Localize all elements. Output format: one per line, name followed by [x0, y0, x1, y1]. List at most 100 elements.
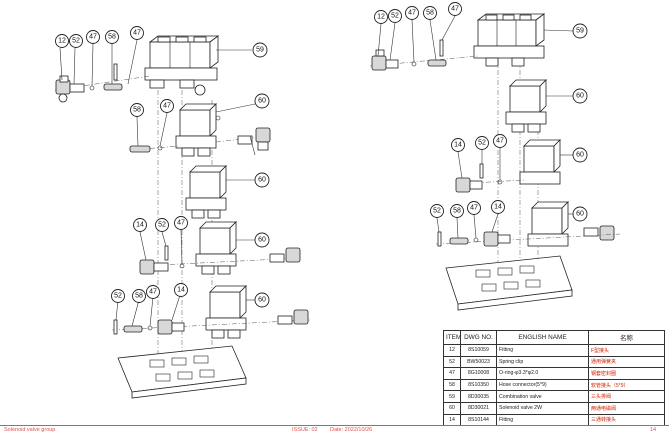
footer-issue: ISSUE: 02 — [292, 427, 318, 433]
combination-valve — [473, 13, 546, 67]
solenoid-valve — [175, 103, 221, 157]
part-balloon: 52 — [388, 9, 402, 23]
svg-text:58: 58 — [133, 107, 141, 114]
solenoid-valve — [519, 139, 561, 185]
right-exploded-view — [369, 13, 621, 311]
part-balloon: 58 — [130, 103, 144, 117]
part-balloon: 60 — [254, 232, 270, 248]
cell-zh: 三头排阀 — [588, 390, 665, 403]
table-row: 47 8G10008 O-ring-φ3.3*φ2.0 钢套密封圈 — [443, 367, 665, 380]
footer-document-title: Solenoid valve group — [4, 427, 56, 433]
table-row: 58 8S10350 Hose connector(5*9) 软管接头（5*9） — [443, 378, 665, 392]
part-balloon: 47 — [448, 2, 462, 16]
base-plate — [117, 345, 247, 399]
part-balloon: 12 — [55, 34, 69, 48]
svg-text:58: 58 — [135, 293, 143, 300]
part-balloon: 47 — [467, 201, 481, 215]
solenoid-valve — [205, 285, 247, 339]
part-balloon: 58 — [423, 6, 437, 20]
svg-text:52: 52 — [72, 38, 80, 45]
svg-text:60: 60 — [576, 93, 584, 100]
cell-zh: F型接头 — [588, 344, 665, 357]
part-balloon: 60 — [254, 292, 270, 308]
svg-text:59: 59 — [256, 47, 264, 54]
fitting-14-assembly — [139, 245, 301, 275]
part-balloon: 52 — [111, 289, 125, 303]
cell-zh: 钢套密封圈 — [588, 367, 665, 380]
footer-date: Date: 2022/10/26 — [330, 427, 373, 433]
solenoid-valve — [195, 221, 237, 275]
part-balloon: 14 — [451, 138, 465, 152]
svg-text:58: 58 — [453, 208, 461, 215]
cell-item: 12 — [443, 344, 461, 357]
svg-text:14: 14 — [177, 287, 185, 294]
header-item: ITEM — [443, 330, 461, 345]
table-row: 52 BW50023 Spring clip 通用弹簧夹 — [443, 355, 665, 369]
svg-text:47: 47 — [496, 138, 504, 145]
part-balloon: 47 — [86, 30, 100, 44]
part-balloon: 14 — [491, 200, 505, 214]
part-balloon: 52 — [69, 34, 83, 48]
svg-text:60: 60 — [258, 98, 266, 105]
cell-name: Fitting — [496, 413, 589, 427]
svg-text:60: 60 — [576, 211, 584, 218]
svg-text:52: 52 — [478, 140, 486, 147]
svg-text:60: 60 — [258, 297, 266, 304]
part-balloon: 59 — [252, 42, 268, 58]
part-balloon: 52 — [155, 218, 169, 232]
cell-item: 52 — [443, 355, 461, 369]
part-balloon: 14 — [174, 283, 188, 297]
svg-text:52: 52 — [391, 13, 399, 20]
table-row: 60 8D30021 Solenoid valve 2W 两通电磁阀 — [443, 401, 665, 415]
table-row: 59 8D30035 Combination valve 三头排阀 — [443, 390, 665, 403]
svg-text:14: 14 — [136, 222, 144, 229]
cell-name: Hose connector(5*9) — [496, 378, 589, 392]
solenoid-valve — [505, 79, 547, 133]
table-row: 14 8S10144 Fitting 三通转接头 — [443, 413, 665, 427]
header-english-name: ENGLISH NAME — [496, 330, 589, 345]
header-dwg-no: DWG NO. — [460, 330, 497, 345]
part-balloon: 47 — [405, 6, 419, 20]
part-balloon: 47 — [130, 26, 144, 40]
cell-name: Solenoid valve 2W — [496, 401, 589, 415]
svg-text:14: 14 — [454, 142, 462, 149]
svg-text:59: 59 — [576, 28, 584, 35]
part-balloon: 60 — [572, 206, 588, 222]
cell-item: 47 — [443, 367, 461, 380]
svg-text:47: 47 — [163, 103, 171, 110]
svg-text:47: 47 — [408, 10, 416, 17]
svg-text:52: 52 — [114, 293, 122, 300]
cell-dwg: 8D30021 — [460, 401, 497, 415]
svg-text:47: 47 — [89, 34, 97, 41]
footer-divider — [0, 425, 669, 426]
cell-dwg: 8S10059 — [460, 344, 497, 357]
part-balloon: 60 — [254, 93, 270, 109]
left-balloons: 12 52 47 58 47 59 58 47 60 60 14 52 47 6… — [55, 26, 270, 308]
svg-text:60: 60 — [258, 237, 266, 244]
cell-item: 14 — [443, 413, 461, 427]
cell-name: O-ring-φ3.3*φ2.0 — [496, 367, 589, 380]
svg-text:58: 58 — [108, 34, 116, 41]
cell-dwg: 8G10008 — [460, 367, 497, 380]
table-row: 12 8S10059 Fitting F型接头 — [443, 344, 665, 357]
part-balloon: 47 — [146, 285, 160, 299]
part-balloon: 52 — [475, 136, 489, 150]
part-balloon: 47 — [160, 99, 174, 113]
part-balloon: 60 — [254, 172, 270, 188]
svg-text:52: 52 — [158, 222, 166, 229]
part-balloon: 12 — [374, 10, 388, 24]
hose-connector-assembly — [435, 227, 621, 247]
svg-text:60: 60 — [258, 177, 266, 184]
svg-text:58: 58 — [426, 10, 434, 17]
bill-of-materials-table: ITEM DWG NO. ENGLISH NAME 名称 12 8S10059 … — [443, 330, 665, 427]
svg-text:47: 47 — [451, 6, 459, 13]
right-balloons: 12 52 47 58 47 59 60 14 52 47 60 52 58 4… — [374, 2, 588, 222]
hose-connector — [129, 145, 181, 153]
cell-item: 59 — [443, 390, 461, 403]
fitting-14-assembly — [455, 163, 525, 193]
fitting-12-assembly — [54, 63, 151, 103]
part-balloon: 58 — [105, 30, 119, 44]
part-balloon: 58 — [450, 204, 464, 218]
cell-zh: 两通电磁阀 — [588, 401, 665, 415]
